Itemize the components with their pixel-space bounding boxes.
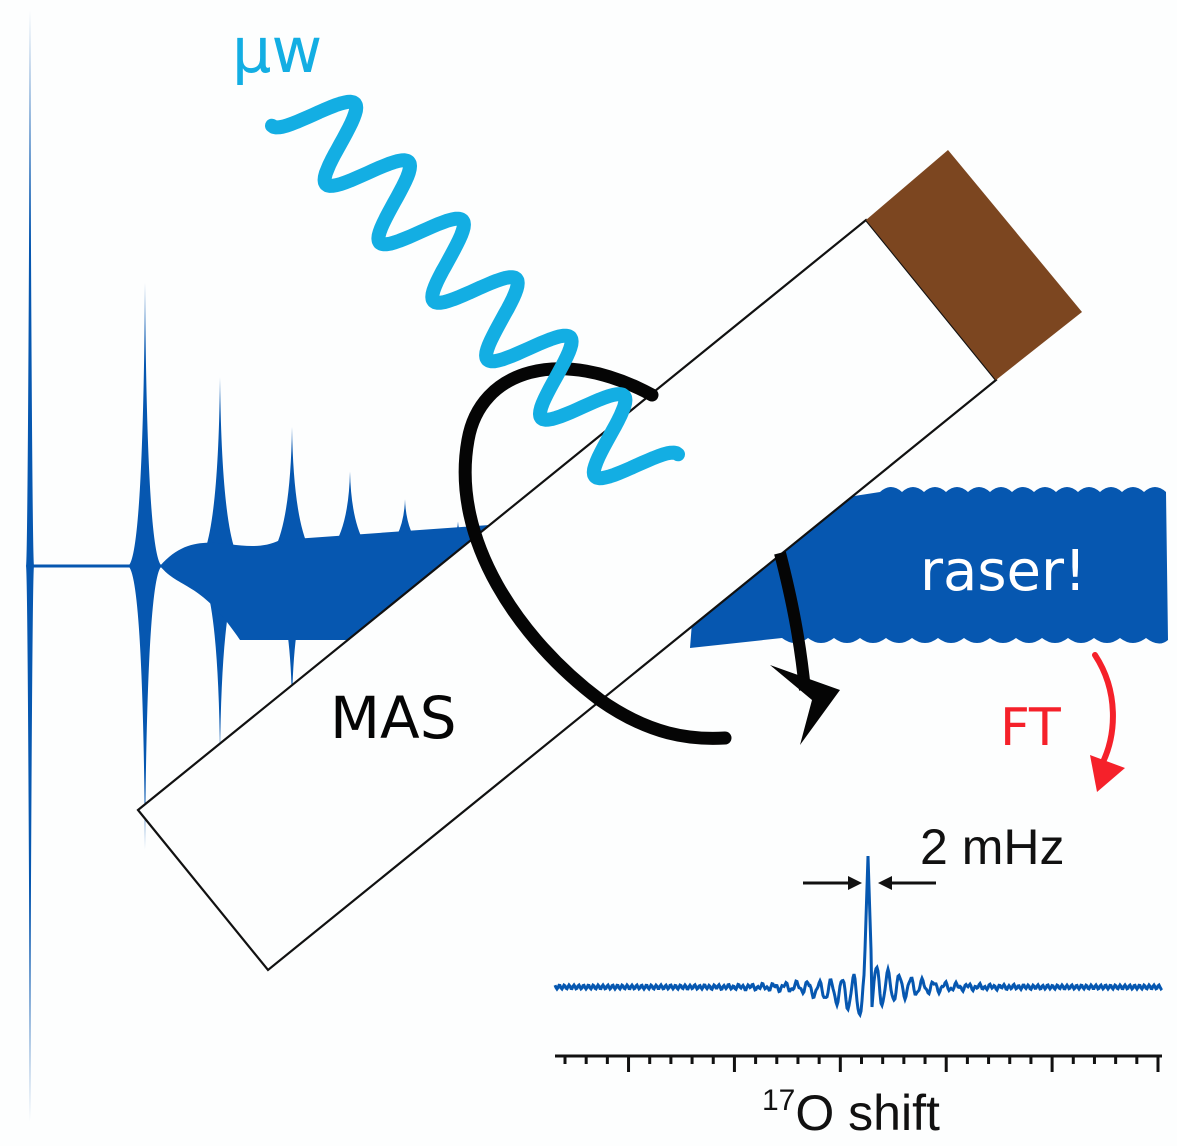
linewidth-markers (803, 876, 936, 890)
spectrum-axis (555, 1054, 1162, 1072)
linewidth-label: 2 mHz (920, 819, 1064, 875)
rotor-cap (866, 150, 1082, 380)
right-pointing-arrow-icon (848, 876, 862, 890)
rotation-arc (458, 362, 732, 745)
rotation-arc-front (774, 551, 811, 691)
ft-arc (1092, 652, 1116, 771)
microwave-label: μw (232, 14, 322, 87)
ft-arrow (1090, 652, 1125, 792)
ft-label: FT (1000, 698, 1061, 758)
microwave-wave-icon (265, 94, 685, 486)
ft-arrowhead-icon (1090, 755, 1125, 792)
axis-label: 17O shift (762, 1084, 940, 1141)
isotope-superscript: 17 (762, 1084, 795, 1117)
frequency-spectrum (553, 855, 1164, 1019)
raser-label: raser! (920, 539, 1086, 604)
axis-label-text: O shift (795, 1085, 940, 1141)
spectrum-line (553, 855, 1164, 1019)
rotation-arrow (458, 362, 840, 745)
mas-label: MAS (330, 684, 457, 752)
echo-peak (128, 282, 162, 850)
left-pointing-arrow-icon (878, 876, 892, 890)
rotation-arrowhead-icon (770, 665, 840, 745)
echo-peak (26, 10, 34, 1122)
